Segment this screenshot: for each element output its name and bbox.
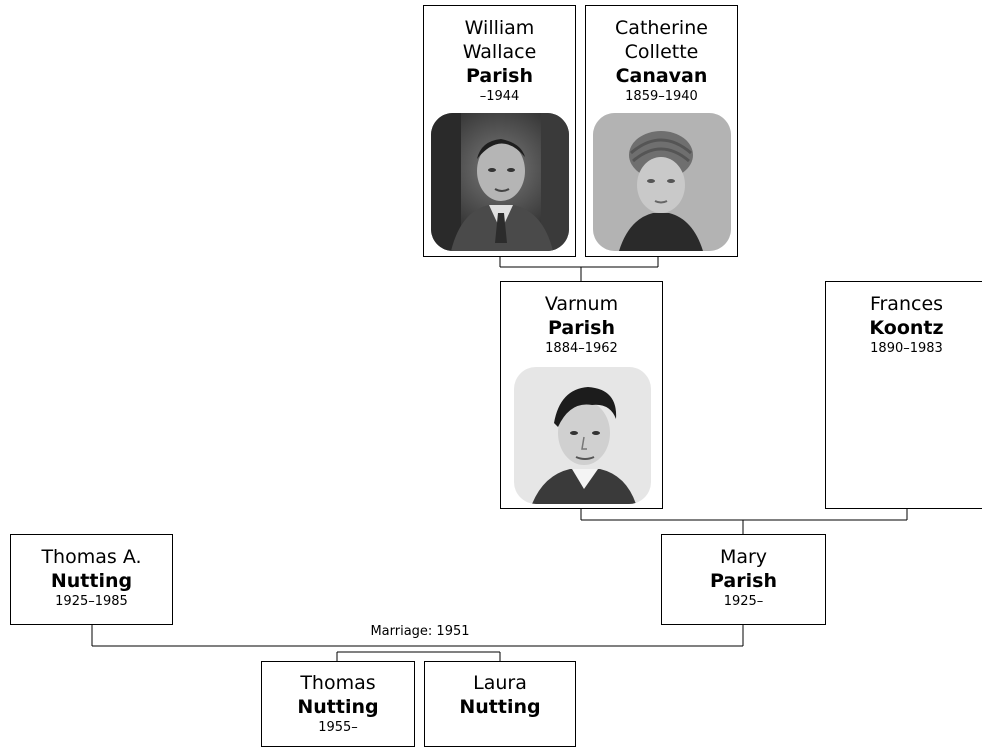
- person-card-thomas-nutting[interactable]: Thomas Nutting 1955–: [261, 661, 415, 747]
- surname: Parish: [710, 570, 777, 592]
- given-name: Mary: [719, 546, 768, 568]
- life-dates: –1944: [479, 89, 520, 104]
- given-name: Frances: [869, 293, 944, 315]
- portrait-man-photo: [431, 113, 569, 251]
- person-card-thomas-a-nutting[interactable]: Thomas A. Nutting 1925–1985: [10, 534, 173, 625]
- person-card-william-wallace-parish[interactable]: William Wallace Parish –1944: [423, 5, 576, 257]
- person-card-mary-parish[interactable]: Mary Parish 1925–: [661, 534, 826, 625]
- person-card-laura-nutting[interactable]: Laura Nutting: [424, 661, 576, 747]
- surname: Koontz: [869, 317, 944, 339]
- middle-name: Collette: [624, 41, 699, 63]
- portrait-young-man-photo: [514, 367, 651, 504]
- person-card-varnum-parish[interactable]: Varnum Parish 1884–1962: [500, 281, 663, 509]
- person-card-catherine-collette-canavan[interactable]: Catherine Collette Canavan 1859–1940: [585, 5, 738, 257]
- middle-name: Wallace: [462, 41, 537, 63]
- life-dates: 1884–1962: [545, 341, 618, 356]
- life-dates: 1925–1985: [55, 594, 128, 609]
- life-dates: 1925–: [723, 594, 764, 609]
- marriage-label: Marriage: 1951: [352, 624, 488, 640]
- given-name: Varnum: [544, 293, 619, 315]
- surname: Nutting: [459, 696, 541, 718]
- life-dates: 1955–: [318, 720, 358, 735]
- surname: Parish: [548, 317, 615, 339]
- given-name: Laura: [473, 672, 527, 694]
- surname: Parish: [466, 65, 533, 87]
- person-card-frances-koontz[interactable]: Frances Koontz 1890–1983: [825, 281, 982, 509]
- given-name: Thomas: [300, 672, 376, 694]
- life-dates: 1859–1940: [625, 89, 698, 104]
- given-name: Thomas A.: [41, 546, 142, 568]
- surname: Nutting: [50, 570, 133, 592]
- given-name: William: [464, 17, 535, 39]
- portrait-woman-photo: [593, 113, 731, 251]
- life-dates: 1890–1983: [870, 341, 943, 356]
- given-name: Catherine: [615, 17, 708, 39]
- surname: Canavan: [615, 65, 708, 87]
- surname: Nutting: [297, 696, 379, 718]
